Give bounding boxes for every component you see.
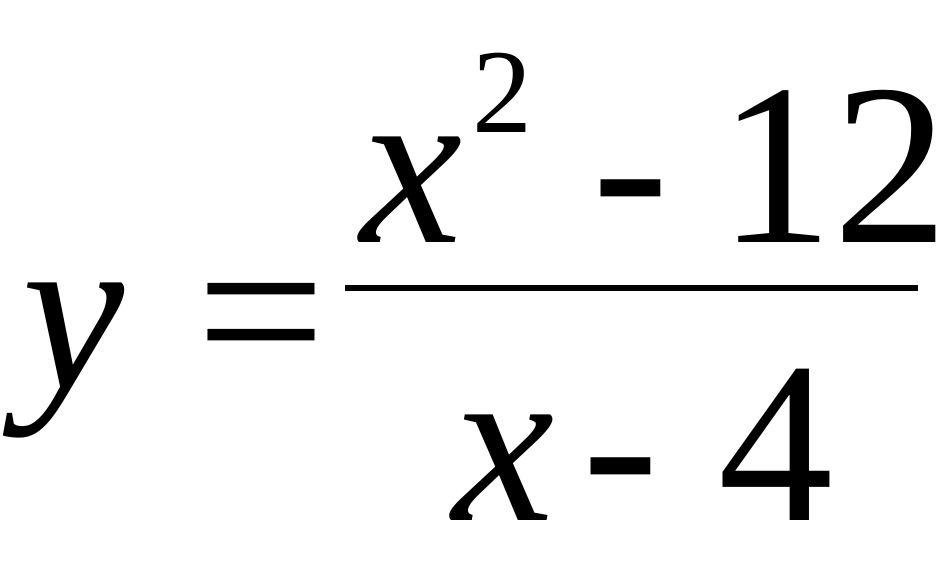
numerator-minus-sign: - xyxy=(592,37,669,292)
lhs-variable-y: y xyxy=(22,183,125,438)
denominator-constant: 4 xyxy=(718,315,833,570)
math-formula: y = x 2 - 12 x - 4 xyxy=(22,25,948,558)
equals-sign: = xyxy=(196,183,326,438)
numerator-exponent: 2 xyxy=(472,25,532,158)
denominator-variable-x: x xyxy=(452,315,555,570)
numerator-constant: 12 xyxy=(718,37,948,292)
numerator-variable-x: x xyxy=(360,37,463,292)
fraction-bar xyxy=(345,285,918,291)
denominator-minus-sign: - xyxy=(582,315,659,570)
